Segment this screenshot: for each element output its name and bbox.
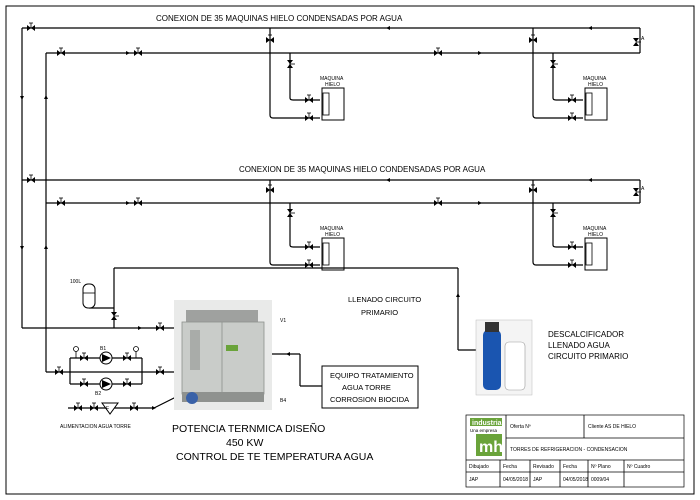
power-value: 450 KW — [226, 437, 263, 449]
treatment-label: CORROSION BIOCIDA — [330, 395, 409, 404]
tb-header-cell: Fecha — [503, 464, 517, 470]
header-top: CONEXION DE 35 MAQUINAS HIELO CONDENSADA… — [156, 14, 403, 23]
machine-label: HIELO — [325, 82, 340, 88]
treatment-label: EQUIPO TRATAMIENTO — [330, 371, 414, 380]
header-mid: CONEXION DE 35 MAQUINAS HIELO CONDENSADA… — [239, 165, 486, 174]
tb-value-cell: 04/05/2018 — [503, 477, 528, 483]
softener-unit — [475, 319, 533, 396]
treatment-box — [321, 365, 419, 409]
tb-value-cell: 0009/04 — [591, 477, 609, 483]
valve-b4-label: B4 — [280, 398, 286, 404]
drawing-frame — [5, 5, 695, 495]
power-title: POTENCIA TERNMICA DISEÑO — [172, 422, 325, 435]
letter-a: A — [641, 186, 645, 192]
tb-value-cell: 04/05/2018 — [563, 477, 588, 483]
treatment-label: AGUA TORRE — [342, 383, 391, 392]
main-risers — [20, 28, 476, 415]
tb-header-cell: Fecha — [563, 464, 577, 470]
tb-headers: Dibujado Fecha Revisado Fecha Nº Plano Nº Cua… — [469, 464, 650, 470]
logo-mark: mh — [479, 439, 503, 456]
feed-label: ALIMENTACION AGUA TORRE — [60, 424, 132, 430]
tb-descripcion: TORRES DE REFRIGERACION - CONDENSACION — [510, 447, 628, 453]
fill-circuit-label: PRIMARIO — [361, 308, 398, 317]
logo-text: industrial — [472, 420, 504, 427]
softener-label: LLENADO AGUA — [548, 341, 610, 350]
tb-header-cell: Nº Plano — [591, 464, 611, 470]
letter-a: A — [641, 36, 645, 42]
tb-value-cell: JAP — [533, 477, 543, 483]
cooling-tower — [174, 300, 272, 410]
top-circuit — [22, 22, 642, 122]
machine-label: HIELO — [588, 82, 603, 88]
tb-value-cell: JAP — [469, 477, 479, 483]
machine-label: MAQUINA — [320, 226, 344, 232]
machine-label: HIELO — [588, 232, 603, 238]
machine-label: MAQUINA — [583, 76, 607, 82]
machine-label: MAQUINA — [320, 76, 344, 82]
middle-circuit — [22, 174, 642, 271]
filter-label: F — [106, 406, 109, 412]
tank-label: 100L — [70, 279, 81, 285]
power-control: CONTROL DE TE TEMPERATURA AGUA — [176, 451, 373, 463]
machine-label: MAQUINA — [583, 226, 607, 232]
tb-oferta: Oferta Nº — [510, 424, 531, 430]
tb-cliente: Cliente AS DE HIELO — [588, 424, 636, 430]
fill-circuit-label: LLENADO CIRCUITO — [348, 295, 421, 304]
tb-header-cell: Dibujado — [469, 464, 489, 470]
pump-b1-label: B1 — [100, 346, 106, 352]
tb-header-cell: Nº Cuadro — [627, 464, 650, 470]
tb-header-cell: Revisado — [533, 464, 554, 470]
valve-v1-label: V1 — [280, 318, 286, 324]
logo-caption: Una empresa — [470, 428, 498, 433]
softener-label: DESCALCIFICADOR — [548, 330, 624, 339]
softener-label: CIRCUITO PRIMARIO — [548, 352, 628, 361]
title-block — [465, 414, 685, 488]
pump-b2-label: B2 — [95, 391, 101, 397]
machine-label: HIELO — [325, 232, 340, 238]
